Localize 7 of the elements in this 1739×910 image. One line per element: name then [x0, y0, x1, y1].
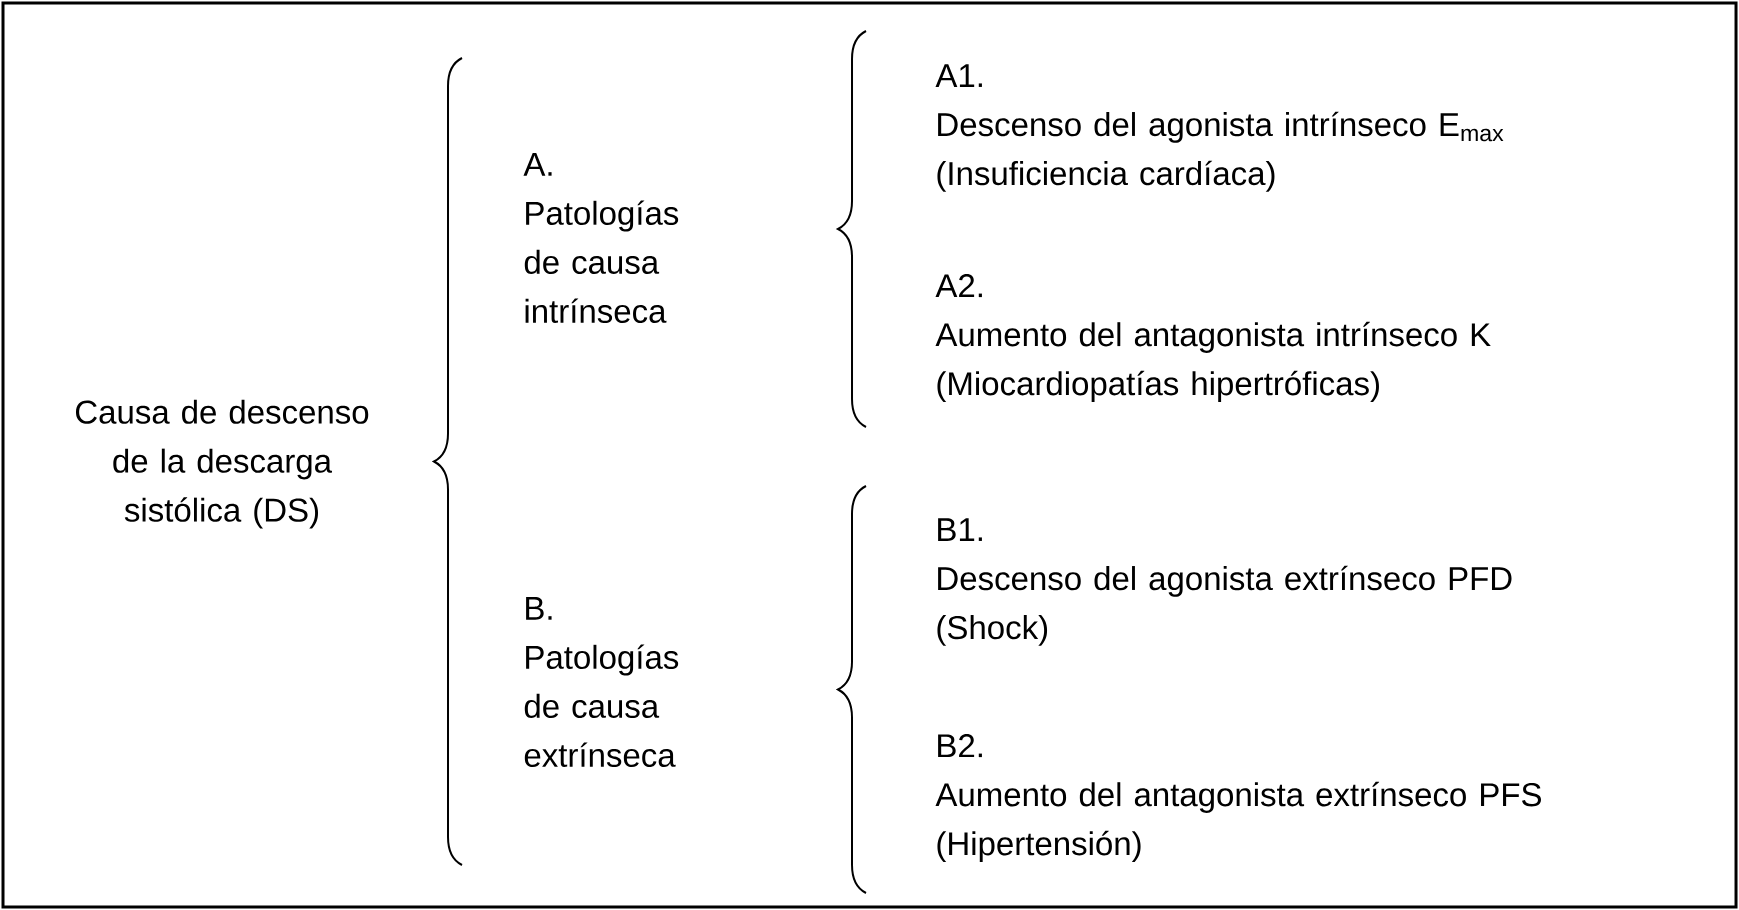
- text-label: B. Patologías de causa extrínseca: [524, 597, 679, 767]
- text-label: Causa de descenso de la descarga sistólica (DS): [76, 399, 369, 529]
- text-label: A1. Descenso del agonista intrínseco E$_{max}$ (Insuficiencia cardíaca): [935, 64, 1504, 192]
- text-label: A2. Aumento del antagonista intrínseco K (Miocardiopatías hipertróficas): [935, 274, 1491, 402]
- text-label: B1. Descenso del agonista extrínseco PFD (Shock): [937, 518, 1512, 646]
- text-label: B2. Aumento del antagonista extrínseco PFS (Hipertensión): [935, 734, 1541, 862]
- text-label: A. Patologías de causa intrínseca: [523, 153, 679, 323]
